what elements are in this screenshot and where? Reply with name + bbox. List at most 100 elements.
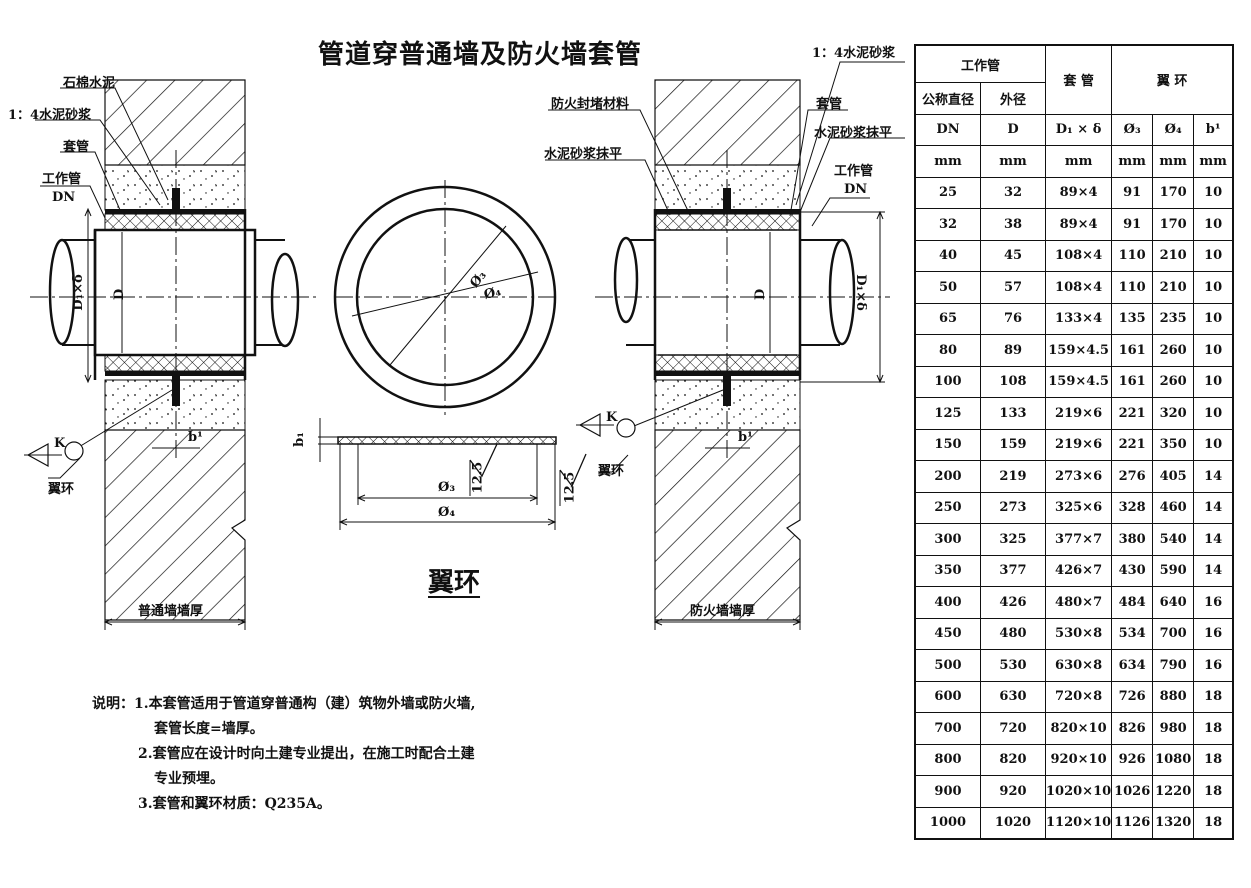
table-cell: 276 — [1111, 460, 1154, 493]
table-cell: 89×4 — [1044, 176, 1113, 209]
table-cell: 10 — [1193, 208, 1234, 241]
table-cell: 320 — [1152, 397, 1195, 430]
table-cell: 260 — [1152, 334, 1195, 367]
table-cell: 133×4 — [1044, 302, 1113, 335]
label-mortar-smooth-right: 水泥砂浆抹平 — [814, 126, 893, 141]
table-cell: 200 — [914, 460, 981, 493]
th-col-b1: b¹ — [1193, 113, 1234, 146]
label-mortar-smooth-left: 水泥砂浆抹平 — [544, 147, 623, 162]
table-cell: 170 — [1152, 208, 1195, 241]
wing-ring-caption: 翼环 — [428, 568, 481, 598]
table-cell: 108×4 — [1044, 239, 1113, 272]
table-cell: 630 — [980, 680, 1046, 713]
spec-table: 工作管 套 管 翼 环 公称直径 外径 DN D D₁ × δ Ø₃ Ø₄ b¹… — [914, 44, 1235, 840]
table-cell: 235 — [1152, 302, 1195, 335]
table-cell: 16 — [1193, 617, 1234, 650]
drawing-title: 管道穿普通墙及防火墙套管 — [318, 40, 643, 70]
table-cell: 25 — [914, 176, 981, 209]
th-col-phi3: Ø₃ — [1111, 113, 1154, 146]
label-wing-ring-left: 翼环 — [48, 482, 75, 497]
table-cell: 540 — [1152, 523, 1195, 556]
table-cell: 250 — [914, 491, 981, 524]
table-cell: 170 — [1152, 176, 1195, 209]
table-cell: 634 — [1111, 649, 1154, 682]
table-cell: 726 — [1111, 680, 1154, 713]
table-cell: 640 — [1152, 586, 1195, 619]
table-cell: 880 — [1152, 680, 1195, 713]
table-cell: 18 — [1193, 680, 1234, 713]
th-col-d1: D₁ × δ — [1044, 113, 1113, 146]
label-k-right: K — [606, 410, 618, 425]
label-phi3-bottom: Ø₃ — [438, 480, 456, 495]
table-cell: 76 — [980, 302, 1046, 335]
table-cell: 80 — [914, 334, 981, 367]
table-cell: 600 — [914, 680, 981, 713]
table-cell: 32 — [980, 176, 1046, 209]
table-cell: 820×10 — [1044, 712, 1113, 745]
table-cell: 10 — [1193, 428, 1234, 461]
label-b1-right: b¹ — [738, 430, 753, 445]
label-d1-left: D₁×δ — [70, 274, 86, 311]
th-unit: mm — [1193, 145, 1234, 178]
table-cell: 14 — [1193, 523, 1234, 556]
table-cell: 91 — [1111, 208, 1154, 241]
table-cell: 10 — [1193, 302, 1234, 335]
table-cell: 16 — [1193, 649, 1234, 682]
table-cell: 18 — [1193, 712, 1234, 745]
table-cell: 1080 — [1152, 743, 1195, 776]
table-cell: 159×4.5 — [1044, 334, 1113, 367]
table-cell: 1000 — [914, 806, 981, 840]
table-cell: 219 — [980, 460, 1046, 493]
th-unit: mm — [1152, 145, 1195, 178]
table-cell: 1120×10 — [1044, 806, 1113, 840]
table-cell: 377×7 — [1044, 523, 1113, 556]
table-cell: 110 — [1111, 271, 1154, 304]
th-outer: 外径 — [980, 82, 1046, 115]
label-phi4-bottom: Ø₄ — [438, 505, 456, 520]
table-cell: 210 — [1152, 271, 1195, 304]
fire-wall-section — [545, 61, 905, 630]
note-3: 3.套管和翼环材质：Q235A。 — [138, 796, 331, 812]
table-cell: 161 — [1111, 334, 1154, 367]
th-sleeve: 套 管 — [1044, 44, 1113, 115]
table-cell: 125 — [914, 397, 981, 430]
table-cell: 18 — [1193, 775, 1234, 808]
table-cell: 10 — [1193, 271, 1234, 304]
notes: 说明：1.本套管适用于管道穿普通构（建）筑物外墙或防火墙, 套管长度=墙厚。 2… — [92, 692, 476, 817]
table-cell: 325 — [980, 523, 1046, 556]
table-cell: 40 — [914, 239, 981, 272]
table-cell: 10 — [1193, 397, 1234, 430]
table-cell: 920 — [980, 775, 1046, 808]
table-cell: 89 — [980, 334, 1046, 367]
table-cell: 400 — [914, 586, 981, 619]
table-cell: 91 — [1111, 176, 1154, 209]
table-cell: 133 — [980, 397, 1046, 430]
table-cell: 405 — [1152, 460, 1195, 493]
table-cell: 10 — [1193, 365, 1234, 398]
table-cell: 826 — [1111, 712, 1154, 745]
table-cell: 800 — [914, 743, 981, 776]
table-cell: 484 — [1111, 586, 1154, 619]
label-b1-ring: b₁ — [291, 432, 307, 447]
th-work-pipe: 工作管 — [914, 44, 1046, 83]
table-cell: 161 — [1111, 365, 1154, 398]
table-cell: 1020 — [980, 806, 1046, 840]
label-dn-right: DN — [844, 182, 868, 197]
label-roughness-1: 12.5 — [470, 461, 486, 494]
table-cell: 426 — [980, 586, 1046, 619]
label-wing-ring-right: 翼环 — [598, 464, 625, 479]
